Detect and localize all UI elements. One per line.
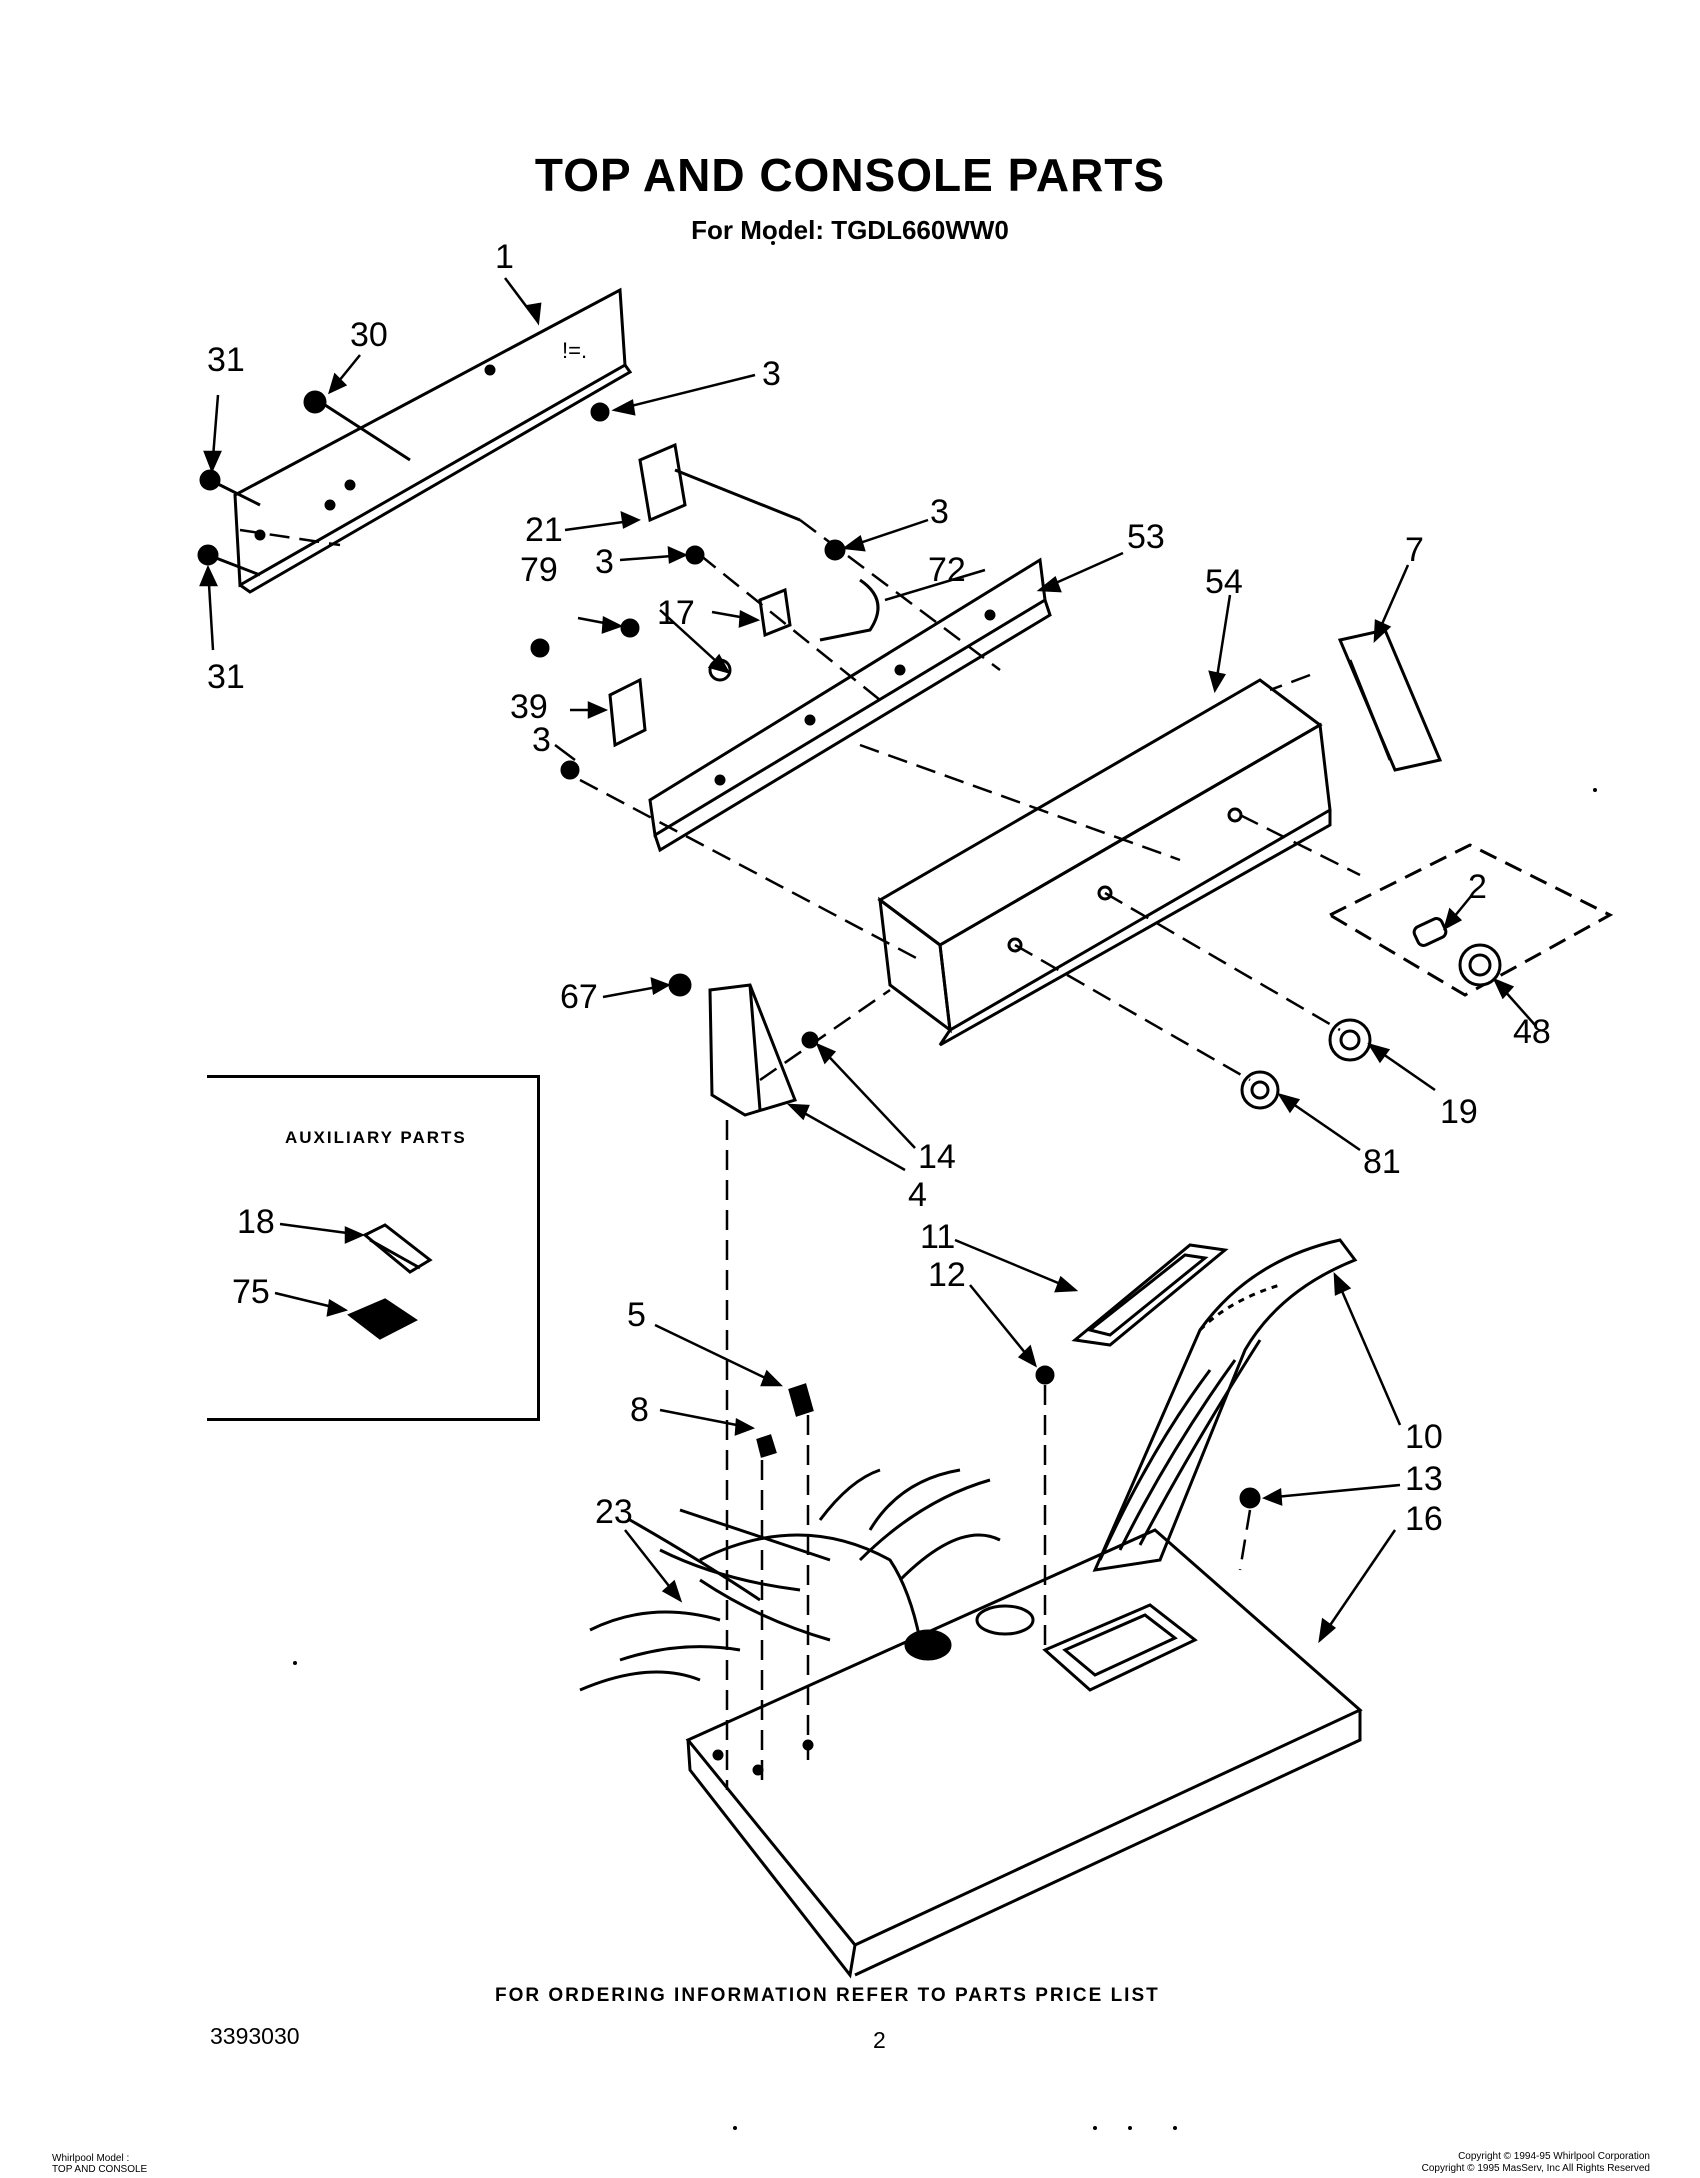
callout-5: 5 — [627, 1296, 646, 1334]
part-23-wiring-harness — [579, 1468, 1001, 1692]
screws-5-8-13 — [756, 1383, 1261, 1509]
scan-specks — [293, 241, 1597, 2130]
callout-3: 3 — [532, 721, 551, 759]
callout-23: 23 — [595, 1493, 633, 1531]
callout-3: 3 — [930, 493, 949, 531]
callout-11: 11 — [920, 1218, 956, 1256]
callout-8: 8 — [630, 1391, 649, 1429]
assembly-guide-lines — [239, 519, 1361, 1790]
callout-1: 1 — [495, 238, 514, 276]
leader-arrows — [199, 277, 1536, 1644]
callout-18: 18 — [237, 1203, 275, 1241]
callout-7: 7 — [1405, 531, 1424, 569]
model-line-2: TOP AND CONSOLE — [52, 2164, 148, 2175]
auxiliary-parts-title: AUXILIARY PARTS — [285, 1128, 467, 1147]
svg-text:!=.: !=. — [562, 338, 587, 363]
part-54-console — [877, 678, 1332, 1047]
screws-30-31 — [197, 390, 610, 577]
callout-3: 3 — [595, 543, 614, 581]
part-7-end-cap — [1337, 628, 1443, 772]
callout-54: 54 — [1205, 563, 1243, 601]
callout-75: 75 — [232, 1273, 270, 1311]
model-subtitle: For Model: TGDL660WW0 — [691, 215, 1009, 245]
callout-13: 13 — [1405, 1460, 1443, 1498]
callout-53: 53 — [1127, 518, 1165, 556]
callout-21: 21 — [525, 511, 563, 549]
copyright-line-1: Copyright © 1994-95 Whirlpool Corporatio… — [1458, 2151, 1650, 2162]
callout-39: 39 — [510, 688, 548, 726]
callout-14: 14 — [918, 1138, 956, 1176]
callout-17: 17 — [657, 594, 695, 632]
callout-3: 3 — [762, 355, 781, 393]
ordering-note: FOR ORDERING INFORMATION REFER TO PARTS … — [495, 1985, 1160, 2006]
knobs-19-81 — [1240, 1018, 1372, 1110]
callout-19: 19 — [1440, 1093, 1478, 1131]
part-16-dryer-top — [685, 1528, 1363, 1979]
callout-31: 31 — [207, 341, 245, 379]
page-title: TOP AND CONSOLE PARTS — [534, 149, 1166, 201]
copyright-line-2: Copyright © 1995 MasServ, Inc All Rights… — [1421, 2163, 1650, 2174]
model-line-1: Whirlpool Model : — [52, 2153, 130, 2164]
callout-79: 79 — [520, 551, 558, 589]
part-4-left-end-cap — [668, 973, 819, 1117]
callout-2: 2 — [1468, 868, 1487, 906]
callout-4: 4 — [908, 1176, 927, 1214]
auxiliary-parts-box — [207, 1075, 540, 1421]
callout-31: 31 — [207, 658, 245, 696]
callout-10: 10 — [1405, 1418, 1443, 1456]
part-10-exhaust-duct — [1092, 1238, 1358, 1572]
callout-67: 67 — [560, 978, 598, 1016]
callout-16: 16 — [1405, 1500, 1443, 1538]
auxiliary-parts-drawings — [347, 1223, 433, 1340]
part-11-lint-screen — [1035, 1243, 1229, 1385]
callout-30: 30 — [350, 316, 388, 354]
knob-assembly-2-48 — [1326, 843, 1614, 997]
page-number: 2 — [873, 2027, 886, 2053]
part-53-bracket — [648, 557, 1052, 853]
part-1-rear-panel: !=. — [233, 287, 633, 594]
callout-12: 12 — [928, 1256, 966, 1294]
callout-72: 72 — [928, 551, 966, 589]
callout-48: 48 — [1513, 1013, 1551, 1051]
callout-81: 81 — [1363, 1143, 1401, 1181]
document-number: 3393030 — [210, 2023, 300, 2049]
controls-assembly — [530, 442, 880, 780]
